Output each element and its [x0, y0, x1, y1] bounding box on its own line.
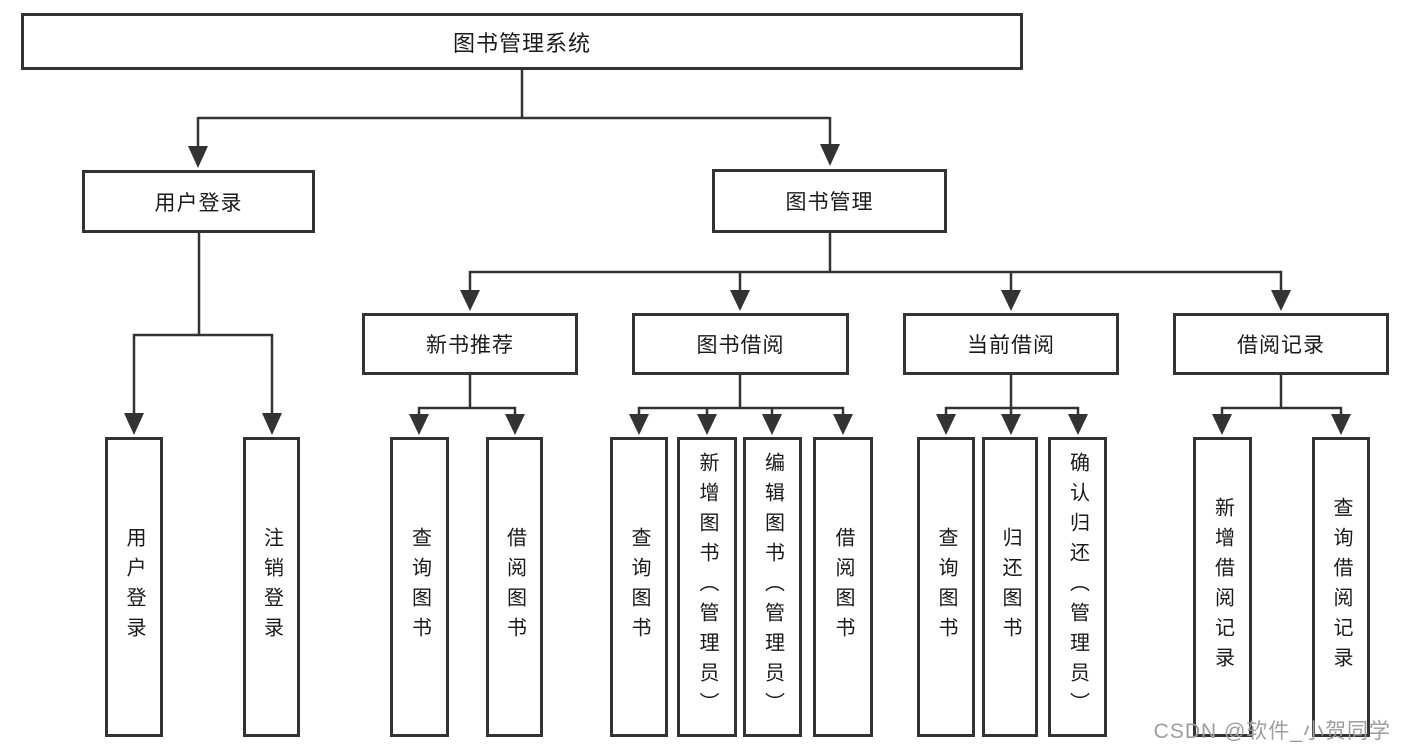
node-book-borrowing: 图书借阅	[632, 313, 849, 375]
leaf-edit-books-admin: 编辑图书（管理员）	[743, 437, 802, 737]
node-current-borrowing: 当前借阅	[903, 313, 1119, 375]
csdn-watermark: CSDN @软件_小贺同学	[1153, 720, 1391, 743]
node-borrowing-records: 借阅记录	[1173, 313, 1389, 375]
leaf-add-borrow-record: 新增借阅记录	[1193, 437, 1252, 737]
node-root-library-system: 图书管理系统	[21, 13, 1023, 70]
connectors-user-login	[124, 233, 282, 435]
connectors-root-to-level2	[188, 70, 840, 168]
connectors-new-book-recommend	[409, 375, 525, 435]
connectors-book-borrowing	[629, 375, 853, 435]
leaf-query-books-current: 查询图书	[917, 437, 975, 737]
leaf-logout: 注销登录	[243, 437, 300, 737]
connectors-current-borrowing	[936, 375, 1088, 435]
leaf-borrow-books-recommend: 借阅图书	[486, 437, 543, 737]
leaf-confirm-return-admin: 确认归还（管理员）	[1048, 437, 1107, 737]
leaf-query-books-borrowing: 查询图书	[610, 437, 668, 737]
leaf-user-login: 用户登录	[105, 437, 163, 737]
node-book-management: 图书管理	[712, 169, 947, 233]
leaf-return-books: 归还图书	[982, 437, 1038, 737]
connectors-book-management	[460, 233, 1291, 311]
node-user-login: 用户登录	[82, 170, 315, 233]
leaf-add-books-admin: 新增图书（管理员）	[677, 437, 737, 737]
leaf-query-borrow-record: 查询借阅记录	[1312, 437, 1370, 737]
connectors-borrowing-records	[1212, 375, 1351, 435]
leaf-query-books-recommend: 查询图书	[390, 437, 449, 737]
leaf-borrow-books: 借阅图书	[813, 437, 873, 737]
node-new-book-recommend: 新书推荐	[362, 313, 578, 375]
